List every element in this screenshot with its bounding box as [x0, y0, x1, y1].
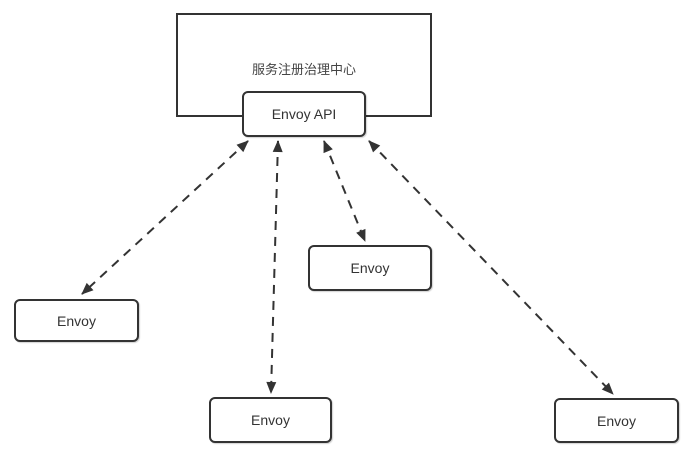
envoy-api-label: Envoy API — [271, 106, 337, 122]
envoy-node-bottom-middle: Envoy — [209, 397, 332, 443]
envoy-node-label: Envoy — [57, 312, 96, 329]
envoy-api-box: Envoy API — [242, 91, 366, 137]
envoy-node-left: Envoy — [14, 299, 139, 342]
envoy-node-bottom-right: Envoy — [554, 398, 679, 443]
registry-center-label: 服务注册治理中心 — [251, 62, 356, 77]
envoy-node-middle: Envoy — [308, 245, 432, 291]
envoy-node-label: Envoy — [350, 260, 390, 276]
arrow-api-to-envoy-bottom-right — [368, 140, 614, 395]
envoy-node-label: Envoy — [597, 412, 636, 429]
arrow-api-to-envoy-left — [81, 140, 249, 295]
envoy-node-label: Envoy — [251, 412, 290, 428]
arrow-api-to-envoy-middle — [323, 140, 366, 242]
arrow-api-to-envoy-bottom-middle — [266, 140, 283, 394]
